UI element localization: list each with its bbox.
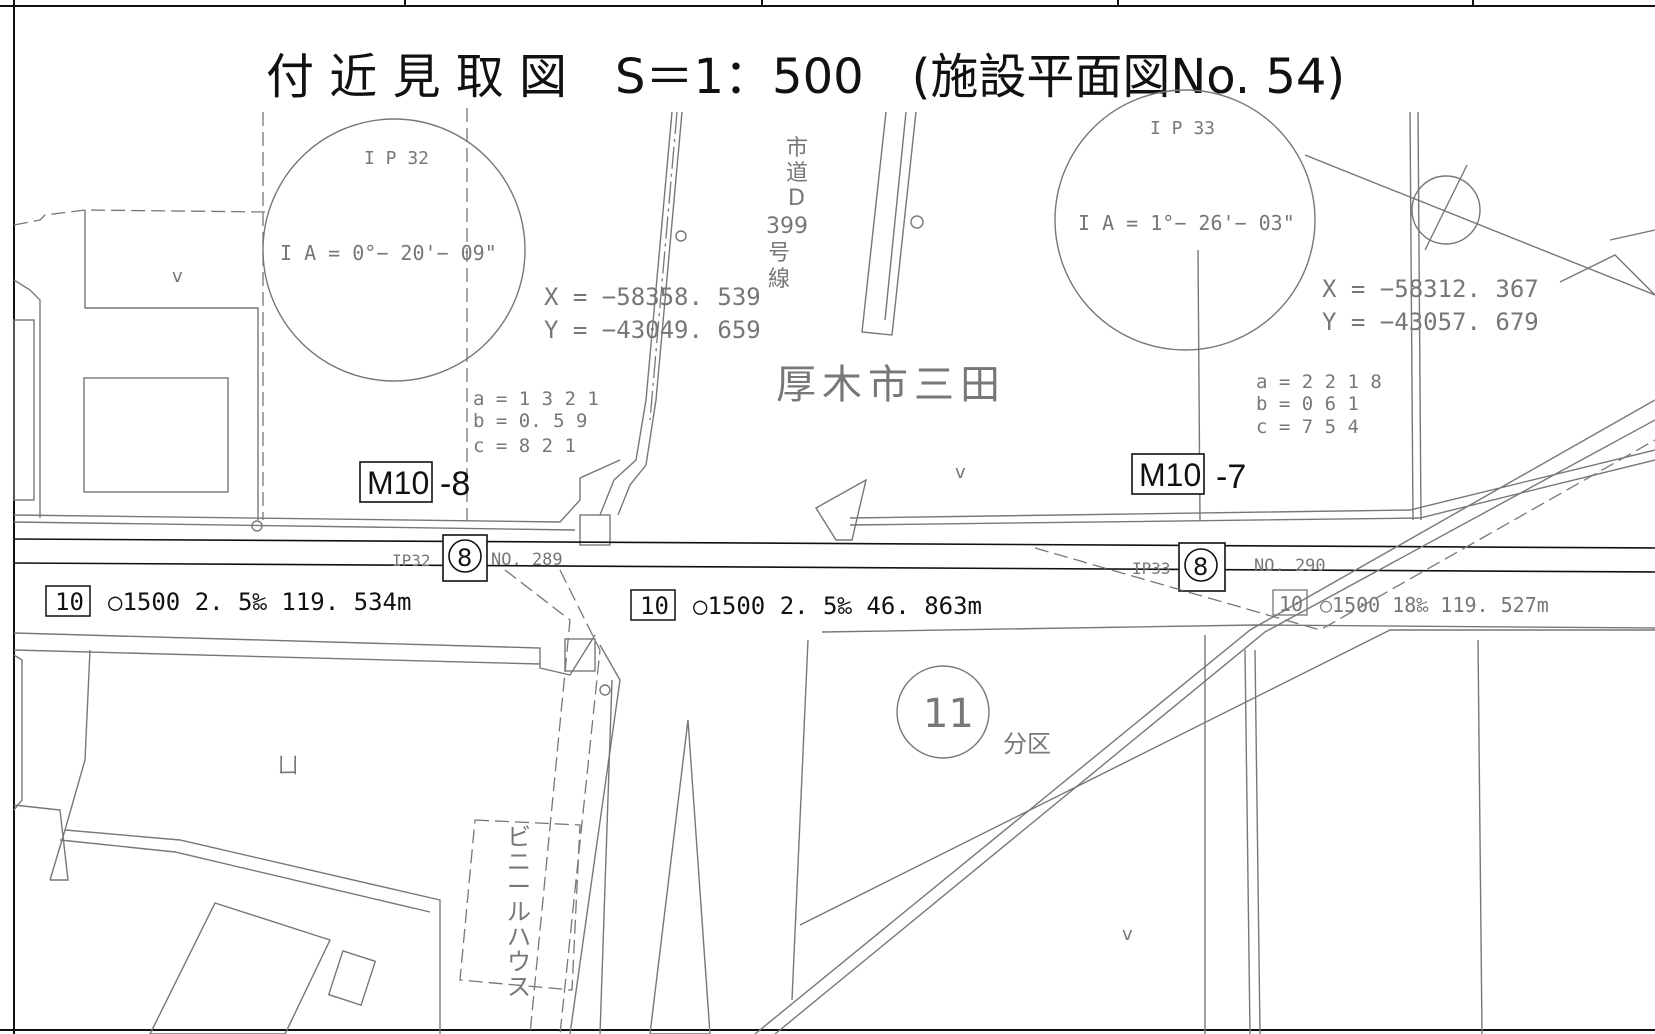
ip33-c: c = 7 5 4	[1256, 416, 1359, 438]
pipe-box: 10	[640, 592, 669, 620]
ip32-x: X = −58358. 539	[544, 283, 761, 311]
upper-road-edge	[13, 449, 1655, 546]
right-features	[1304, 111, 1655, 521]
manhole-m10-7[interactable]: 8 M10 -7 NO. 290 IP33	[1131, 453, 1326, 592]
vinyl-house-label: ビ ニ ー ル ハ ウ ス	[507, 823, 531, 1001]
svg-text:ハ: ハ	[507, 923, 531, 951]
place-name: 厚木市三田	[776, 362, 1006, 408]
pipe-label-1: 10 ○1500 2. 5‰ 119. 534m	[45, 585, 411, 617]
ip33-y: Y = −43057. 679	[1322, 308, 1539, 336]
svg-text:ス: ス	[507, 973, 531, 1001]
lot-number: 11	[923, 691, 974, 737]
lower-right: 11 分区 v v	[754, 399, 1655, 1034]
curve-ip33: I P 33 I A = 1°− 26'− 03" X = −58312. 36…	[1054, 89, 1539, 521]
road-name: 市 道 D 399 号 線	[766, 136, 808, 292]
ip32-b: b = 0. 5 9	[473, 410, 587, 432]
manhole-symbol: 8	[1193, 553, 1208, 581]
left-parcels: v	[13, 108, 468, 520]
field-symbol: v	[1122, 924, 1133, 945]
station-label: NO. 290	[1254, 556, 1326, 576]
pipe-spec: ○1500 2. 5‰ 46. 863m	[693, 592, 982, 620]
pipe-box: 10	[55, 588, 84, 616]
manhole-m10-8[interactable]: 8 M10 -8 NO. 289 IP32	[359, 461, 563, 582]
manhole-suffix: -7	[1216, 458, 1246, 496]
ip33-x: X = −58312. 367	[1322, 275, 1539, 303]
ip32-c: c = 8 2 1	[473, 435, 576, 457]
curve-ip32: I P 32 I A = 0°− 20'− 09" X = −58358. 53…	[262, 118, 761, 457]
svg-text:号: 号	[768, 241, 790, 266]
svg-text:ル: ル	[507, 898, 531, 926]
pipe-label-3: 10 ○1500 18‰ 119. 527m	[1272, 589, 1549, 617]
lower-left: ㄩ ビ ニ ー ル ハ ウ ス	[13, 569, 711, 1034]
manhole-symbol: 8	[457, 544, 472, 572]
svg-text:D: D	[788, 186, 805, 211]
svg-text:ー: ー	[507, 873, 531, 901]
ip33-b: b = 0 6 1	[1256, 393, 1359, 415]
manhole-tag: M10	[367, 465, 429, 501]
svg-text:市: 市	[786, 136, 808, 161]
ip32-a: a = 1 3 2 1	[473, 388, 599, 410]
svg-text:線: 線	[768, 267, 790, 292]
pipe-spec: ○1500 18‰ 119. 527m	[1320, 593, 1549, 617]
svg-text:ビ: ビ	[507, 823, 531, 851]
ip33-label: I P 33	[1150, 118, 1215, 139]
manhole-suffix: -8	[440, 465, 470, 503]
pipe-spec: ○1500 2. 5‰ 119. 534m	[108, 588, 411, 616]
pipe-box: 10	[1279, 592, 1303, 616]
field-symbol: v	[955, 462, 966, 483]
svg-text:399: 399	[766, 214, 808, 239]
field-symbol: ㄩ	[277, 754, 299, 779]
road-d399: 市 道 D 399 号 線	[599, 111, 924, 516]
ip32-label: I P 32	[364, 148, 429, 169]
field-symbol: v	[172, 266, 183, 287]
station-label: NO. 289	[491, 550, 563, 570]
sewer-pipe	[13, 538, 1655, 573]
lot-suffix: 分区	[1003, 730, 1051, 758]
svg-text:道: 道	[786, 161, 808, 186]
ip33-a: a = 2 2 1 8	[1256, 371, 1382, 393]
ip32-ia: I A = 0°− 20'− 09"	[280, 241, 497, 265]
svg-text:ウ: ウ	[507, 948, 531, 976]
ip33-ia: I A = 1°− 26'− 03"	[1078, 211, 1295, 235]
ip-tag: IP32	[392, 551, 431, 570]
pipe-label-2: 10 ○1500 2. 5‰ 46. 863m	[630, 589, 982, 621]
map-title: 付 近 見 取 図 S＝1：500 (施設平面図No. 54)	[266, 49, 1345, 105]
ip-tag: IP33	[1132, 559, 1171, 578]
svg-text:ニ: ニ	[507, 848, 531, 876]
manhole-tag: M10	[1139, 457, 1201, 493]
